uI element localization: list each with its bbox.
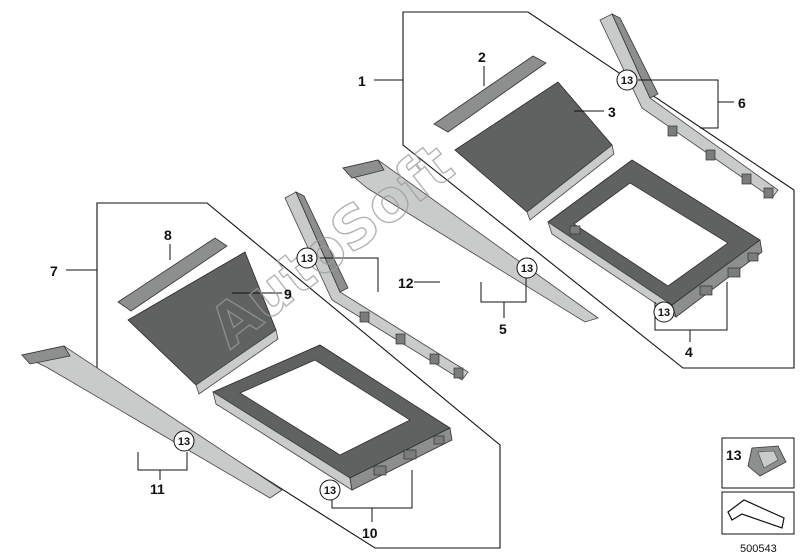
callout-12[interactable]: 12 [398,275,414,291]
callout-6[interactable]: 6 [738,95,746,111]
part-4-console-frame[interactable] [547,159,763,318]
callout-13-console-frame-upper[interactable]: 13 [653,301,675,323]
callout-13-label: 13 [324,485,336,497]
callout-5[interactable]: 5 [499,321,507,337]
callout-13-label: 13 [301,253,313,265]
callout-13-label: 13 [521,263,533,275]
callout-13-label: 13 [178,436,190,448]
callout-13-label: 13 [621,75,633,87]
part-9-cover-panel[interactable] [127,251,279,395]
part-6-bracket[interactable] [599,13,779,199]
callout-11[interactable]: 11 [150,481,165,497]
callout-7[interactable]: 7 [50,263,58,279]
callout-13-console-frame-lower[interactable]: 13 [319,479,341,501]
callout-13-upper-right-bracket[interactable]: 13 [616,69,638,91]
part-10-console-frame[interactable] [212,344,453,491]
legend-clip-box[interactable]: 13 [721,437,795,489]
callout-9[interactable]: 9 [284,286,292,302]
part-12-bracket[interactable] [284,191,469,381]
callout-4[interactable]: 4 [685,344,693,360]
clip-icon [747,445,787,477]
callout-10[interactable]: 10 [362,525,378,541]
part-2-trim-strip[interactable] [433,55,547,133]
legend-reference-box[interactable] [721,491,795,535]
callout-3[interactable]: 3 [608,104,616,120]
assembly-1-frame [402,11,795,369]
callout-13-label: 13 [658,307,670,319]
callout-1[interactable]: 1 [358,73,366,89]
legend-clip-number: 13 [726,447,742,463]
document-number: 500543 [740,543,777,555]
part-8-trim-strip[interactable] [117,237,228,312]
callout-13-trim-strip-center[interactable]: 13 [516,257,538,279]
callout-13-middle-bracket[interactable]: 13 [296,247,318,269]
part-3-cover-panel[interactable] [454,81,615,221]
leader-lines [66,66,734,522]
reference-arrow-icon [727,499,785,529]
part-5-trim-strip[interactable] [342,159,599,323]
callout-2[interactable]: 2 [478,49,486,65]
callout-8[interactable]: 8 [164,227,172,243]
watermark: AutoSoft [197,130,466,361]
part-11-trim-strip[interactable] [20,345,283,499]
callout-13-lower-trim-strip[interactable]: 13 [173,430,195,452]
